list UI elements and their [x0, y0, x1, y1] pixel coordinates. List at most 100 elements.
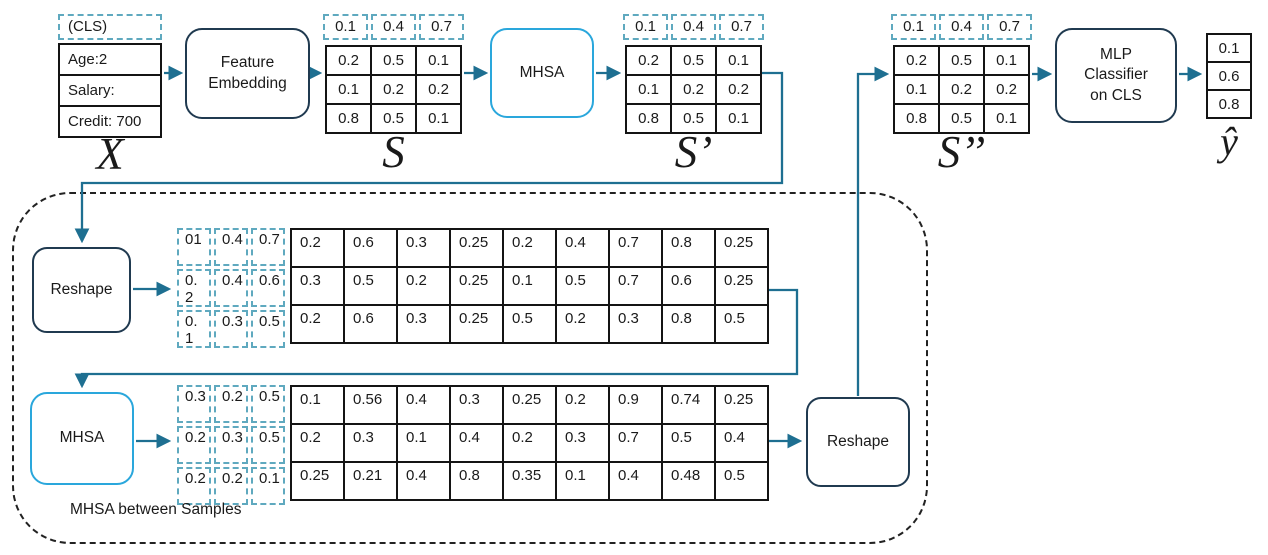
matrix-cell: 0.2 — [672, 76, 715, 103]
matrix-cell: 0.1 — [623, 14, 668, 40]
matrix-cell: 0.25 — [716, 268, 767, 304]
matrix-cell: 0.8 — [451, 463, 502, 499]
matrix-cell: 0.6 — [345, 306, 396, 342]
matrix-cell: 0.2 — [985, 76, 1028, 103]
x-label: X — [96, 129, 124, 179]
matrix-cell: 0.2 — [417, 76, 460, 103]
matrix-cell: 0.1 — [891, 14, 936, 40]
matrix-cell: 0.3 — [214, 310, 248, 348]
matrix-cell: Age:2 — [60, 45, 160, 74]
matrix-cell: 0. 2 — [177, 269, 211, 307]
mhsa-samples-box: MHSA — [30, 392, 134, 485]
matrix-cell: 0.1 — [417, 105, 460, 132]
matrix-cell: 0.6 — [345, 230, 396, 266]
matrix-cell: 0.4 — [398, 387, 449, 423]
matrix-cell: 0. 1 — [177, 310, 211, 348]
feature-embedding-label: Feature Embedding — [208, 54, 287, 92]
matrix-cell: 0.7 — [610, 425, 661, 461]
matrix-cell: 0.3 — [214, 426, 248, 464]
matrix-cell: 0.25 — [451, 230, 502, 266]
matrix-cell: 0.8 — [663, 306, 714, 342]
y-hat-label: ŷ — [1220, 119, 1238, 164]
matrix-cell: 0.25 — [716, 230, 767, 266]
matrix-cell: 0.5 — [940, 105, 983, 132]
s-prime-label: S’ — [674, 127, 713, 177]
s-label: S — [382, 127, 405, 177]
matrix-cell: 0.8 — [327, 105, 370, 132]
matrix-cell: 0.4 — [716, 425, 767, 461]
matrix-cell: 0.4 — [214, 269, 248, 307]
matrix-cell: 0.7 — [719, 14, 764, 40]
matrix-cell: 0.4 — [451, 425, 502, 461]
matrix-cell: 0.4 — [398, 463, 449, 499]
matrix-cell: 0.2 — [504, 230, 555, 266]
matrix-cell: 0.2 — [940, 76, 983, 103]
matrix-cell: 0.8 — [1208, 91, 1250, 117]
matrix-cell: 0.4 — [610, 463, 661, 499]
mhsa-box: MHSA — [490, 28, 594, 118]
matrix-cell: 0.5 — [504, 306, 555, 342]
matrix-cell: 0.5 — [663, 425, 714, 461]
matrix-cell: 0.1 — [504, 268, 555, 304]
matrix-cell: 0.7 — [987, 14, 1032, 40]
matrix-cell: 0.25 — [451, 268, 502, 304]
matrix-cell: 0.6 — [1208, 63, 1250, 89]
matrix-cell: 0.1 — [557, 463, 608, 499]
matrix-cell: 0.1 — [251, 467, 285, 505]
matrix-cell: 0.21 — [345, 463, 396, 499]
matrix-cell: 0.56 — [345, 387, 396, 423]
reshape-out-label: Reshape — [826, 432, 890, 450]
matrix-cell: 0.2 — [717, 76, 760, 103]
matrix-cell: 0.2 — [627, 47, 670, 74]
matrix-cell: 0.3 — [292, 268, 343, 304]
matrix-cell: 0.1 — [327, 76, 370, 103]
matrix-cell: 0.4 — [214, 228, 248, 266]
matrix-cell: 0.7 — [251, 228, 285, 266]
mlp-classifier-box: MLP Classifier on CLS — [1055, 28, 1177, 123]
matrix-cell: 0.2 — [895, 47, 938, 74]
matrix-cell: 01 — [177, 228, 211, 266]
matrix-cell: 0.4 — [939, 14, 984, 40]
feature-embedding-box: Feature Embedding — [185, 28, 310, 119]
matrix-cell: 0.2 — [557, 387, 608, 423]
matrix-cell: 0.1 — [895, 76, 938, 103]
matrix-cell: 0.6 — [663, 268, 714, 304]
matrix-cell: 0.25 — [292, 463, 343, 499]
reshape-out-box: Reshape — [806, 397, 910, 487]
matrix-cell: 0.1 — [398, 425, 449, 461]
reshape-in-box: Reshape — [32, 247, 131, 333]
matrix-cell: 0.4 — [671, 14, 716, 40]
matrix-cell: 0.2 — [292, 425, 343, 461]
matrix-cell: 0.3 — [610, 306, 661, 342]
matrix-cell: 0.1 — [417, 47, 460, 74]
matrix-cell: 0.6 — [251, 269, 285, 307]
matrix-cell: 0.3 — [398, 306, 449, 342]
matrix-cell: 0.1 — [323, 14, 368, 40]
matrix-cell: 0.3 — [345, 425, 396, 461]
matrix-cell: 0.25 — [716, 387, 767, 423]
s-double-prime-label: S’’ — [937, 127, 986, 177]
matrix-cell: 0.5 — [557, 268, 608, 304]
x-table-cls-row: (CLS) — [58, 14, 162, 40]
matrix-cell: 0.5 — [345, 268, 396, 304]
matrix-cell: 0.7 — [419, 14, 464, 40]
matrix-cell: 0.2 — [372, 76, 415, 103]
matrix-cell: 0.3 — [177, 385, 211, 423]
matrix-cell: 0.1 — [627, 76, 670, 103]
matrix-cell: 0.1 — [985, 47, 1028, 74]
cls-token-cell: (CLS) — [58, 14, 162, 40]
matrix-cell: 0.1 — [717, 47, 760, 74]
matrix-cell: 0.2 — [398, 268, 449, 304]
matrix-cell: 0.25 — [504, 387, 555, 423]
matrix-cell: 0.7 — [610, 230, 661, 266]
matrix-cell: 0.5 — [716, 463, 767, 499]
